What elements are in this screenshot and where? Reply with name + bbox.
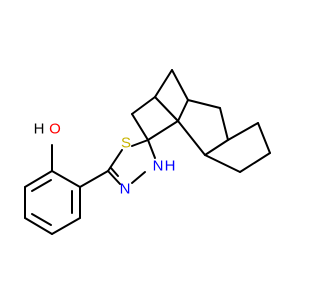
bond-c-fusion1 (219, 107, 229, 141)
bond-cp-2 (257, 122, 271, 154)
bond-fusion2-fused (177, 120, 206, 156)
bond-fusion1-fusion2 (204, 139, 229, 156)
bond-layer (24, 69, 271, 235)
bond-bh2-c (187, 99, 221, 109)
imine-n-label: N (120, 181, 131, 198)
bond-n-c-double-inner (110, 167, 119, 177)
bond-spiro-ch2 (131, 113, 149, 141)
hydroxyl-o-label: O (49, 121, 61, 138)
bond-cp-4 (204, 154, 241, 173)
bond-spiro-nh (147, 139, 156, 159)
molecule-structure: H O S N H N (24, 69, 271, 235)
hydroxyl-h-label: H (34, 121, 45, 138)
bond-aryl-link (79, 170, 109, 188)
bond-bridgehead-bridge (154, 69, 173, 98)
bond-ring-4-inner (31, 213, 52, 226)
bond-ring-4 (24, 217, 53, 235)
bond-fused-bridgehead2 (177, 99, 189, 122)
amine-n-label: N (153, 158, 164, 175)
bond-s-spiro (131, 139, 149, 147)
amine-h-label: H (165, 158, 176, 175)
bond-bridge-bridgehead2 (171, 69, 189, 101)
bond-nh-n (131, 171, 146, 184)
bond-n-c-double (107, 170, 121, 185)
label-layer: H O S N H N (34, 121, 176, 198)
sulfur-label: S (121, 135, 131, 152)
bond-ch2-bridgehead (131, 96, 156, 115)
bond-bridgehead-fused (154, 96, 179, 122)
bond-ring-5 (51, 217, 81, 235)
bond-spiro-fused (147, 120, 179, 141)
bond-ring-1 (51, 170, 81, 188)
bond-cp-3 (239, 152, 271, 173)
bond-cp-1 (227, 122, 259, 141)
bond-ring-2 (24, 170, 53, 188)
bond-ring-2-inner (31, 179, 52, 192)
